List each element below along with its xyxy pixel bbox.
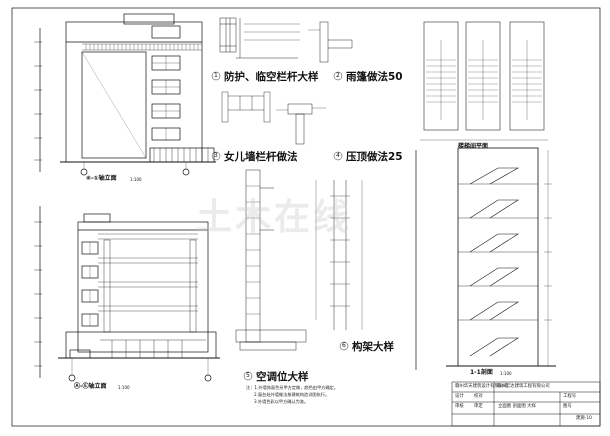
detail-3-num: 3 bbox=[214, 152, 218, 159]
detail-1-graphic bbox=[211, 17, 300, 81]
title-block-field: 工程号 bbox=[563, 394, 577, 399]
detail-6-num: 6 bbox=[342, 342, 346, 349]
detail-6-graphic bbox=[315, 180, 363, 351]
detail-4-num: 4 bbox=[336, 152, 340, 159]
detail-2-title: 雨篷做法50 bbox=[346, 71, 403, 83]
title-block-drawing: 立面图 剖面图 大样 bbox=[498, 404, 536, 409]
title-block-company: 赣州华天建筑设计有限公司 bbox=[455, 384, 508, 389]
detail-1-num: 1 bbox=[214, 72, 218, 79]
title-block-project: 赣州宏达建筑工程有限公司 bbox=[497, 384, 550, 389]
detail-2-graphic bbox=[308, 21, 353, 81]
elevation-a-graphic bbox=[34, 206, 220, 382]
detail-5-num: 5 bbox=[246, 372, 250, 379]
title-block-sheet-no: 建施-10 bbox=[576, 416, 592, 421]
title-block-lines bbox=[451, 381, 601, 427]
detail-5-title: 空调位大样 bbox=[256, 371, 309, 383]
watermark: 土木在线 bbox=[196, 197, 353, 238]
section-title: 1-1剖面 bbox=[470, 369, 493, 376]
note-line: 2.窗台处外墙做法按建筑构造详图执行。 bbox=[254, 392, 330, 398]
detail-4-graphic bbox=[276, 103, 343, 161]
detail-2-num: 2 bbox=[336, 72, 340, 79]
sheet-border bbox=[11, 7, 601, 427]
detail-3-column bbox=[235, 169, 307, 381]
detail-1-title: 防护、临空栏杆大样 bbox=[224, 71, 319, 83]
stair-plans bbox=[420, 21, 548, 141]
elevation-b-title: ⑧-①轴立面 bbox=[86, 175, 117, 182]
detail-3-title: 女儿墙栏杆做法 bbox=[224, 151, 298, 163]
detail-1-lower bbox=[211, 91, 271, 161]
section-scale: 1:100 bbox=[500, 371, 512, 376]
detail-6-title: 构架大样 bbox=[352, 341, 394, 353]
elevation-a-title: Ⓐ-Ⓔ轴立面 bbox=[74, 383, 107, 390]
detail-4-title: 压顶做法25 bbox=[346, 151, 403, 163]
elevation-b-graphic bbox=[34, 13, 216, 176]
title-block-field: 审定 bbox=[474, 404, 483, 409]
title-block-field: 图号 bbox=[563, 404, 572, 409]
title-block-field: 设计 bbox=[455, 394, 464, 399]
stair-plan-title: 楼梯间平面 bbox=[458, 143, 489, 150]
title-block-field: 审核 bbox=[455, 404, 464, 409]
elevation-b-scale: 1:100 bbox=[130, 177, 142, 182]
section-graphic bbox=[415, 147, 556, 370]
note-line: 注：1.外墙饰面色另甲方定做，颜色由甲方确定。 bbox=[246, 385, 338, 390]
note-line: 3.外墙色彩以甲方确认为准。 bbox=[254, 399, 309, 405]
title-block-field: 校对 bbox=[474, 394, 483, 399]
notes-block: 注：1.外墙饰面色另甲方定做，颜色由甲方确定。 2.窗台处外墙做法按建筑构造详图… bbox=[246, 385, 338, 405]
elevation-a-scale: 1:100 bbox=[118, 385, 130, 390]
